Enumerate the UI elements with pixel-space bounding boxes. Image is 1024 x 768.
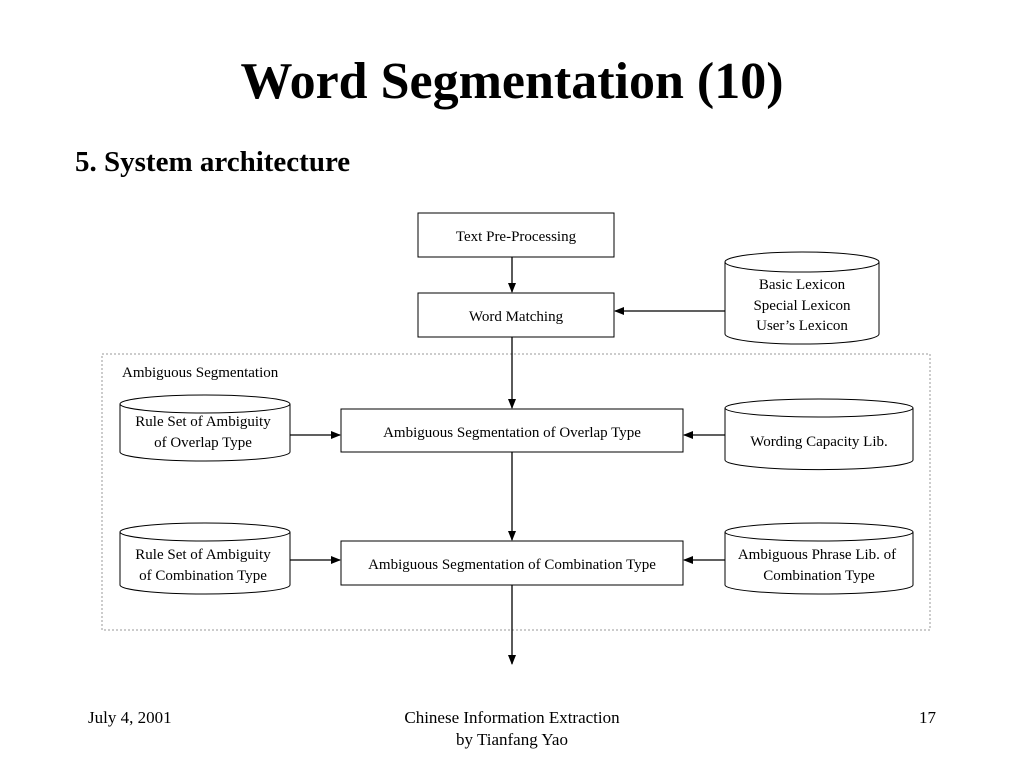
combination-rules-line-1: Rule Set of Ambiguity bbox=[135, 547, 271, 563]
overlap-segmentation-box: Ambiguous Segmentation of Overlap Type bbox=[340, 408, 684, 453]
word-matching-box: Word Matching bbox=[417, 292, 615, 338]
wording-capacity-label: Wording Capacity Lib. bbox=[750, 434, 888, 450]
overlap-rules-line-2: of Overlap Type bbox=[154, 435, 252, 451]
footer-course-title: Chinese Information Extraction bbox=[404, 708, 620, 727]
slide-subtitle: 5. System architecture bbox=[75, 146, 351, 178]
overlap-segmentation-label: Ambiguous Segmentation of Overlap Type bbox=[383, 425, 641, 441]
text-preprocessing-box: Text Pre-Processing bbox=[417, 212, 615, 258]
lexicon-database: Basic Lexicon Special Lexicon User’s Lex… bbox=[724, 251, 880, 345]
phrase-lib-database: Ambiguous Phrase Lib. of Combination Typ… bbox=[724, 522, 914, 595]
lexicon-line-1: Basic Lexicon bbox=[759, 277, 846, 293]
footer-course: Chinese Information Extraction by Tianfa… bbox=[312, 707, 712, 751]
wording-capacity-database: Wording Capacity Lib. bbox=[724, 398, 914, 471]
combination-segmentation-box: Ambiguous Segmentation of Combination Ty… bbox=[340, 540, 684, 586]
text-preprocessing-label: Text Pre-Processing bbox=[456, 229, 577, 245]
region-label: Ambiguous Segmentation bbox=[122, 365, 279, 381]
overlap-rules-line-1: Rule Set of Ambiguity bbox=[135, 414, 271, 430]
combination-rules-database: Rule Set of Ambiguity of Combination Typ… bbox=[119, 522, 291, 595]
combination-rules-line-2: of Combination Type bbox=[139, 568, 267, 584]
footer-page-number: 17 bbox=[919, 708, 936, 727]
footer-date: July 4, 2001 bbox=[88, 708, 172, 727]
phrase-lib-line-2: Combination Type bbox=[763, 568, 875, 584]
phrase-lib-line-1: Ambiguous Phrase Lib. of bbox=[738, 547, 896, 563]
ambiguous-segmentation-region bbox=[101, 353, 931, 631]
word-matching-label: Word Matching bbox=[469, 309, 564, 325]
footer-author: by Tianfang Yao bbox=[456, 730, 568, 749]
slide-title: Word Segmentation (10) bbox=[240, 53, 784, 110]
lexicon-line-2: Special Lexicon bbox=[753, 298, 851, 314]
combination-segmentation-label: Ambiguous Segmentation of Combination Ty… bbox=[368, 557, 656, 573]
lexicon-line-3: User’s Lexicon bbox=[756, 318, 848, 334]
overlap-rules-database: Rule Set of Ambiguity of Overlap Type bbox=[119, 394, 291, 462]
